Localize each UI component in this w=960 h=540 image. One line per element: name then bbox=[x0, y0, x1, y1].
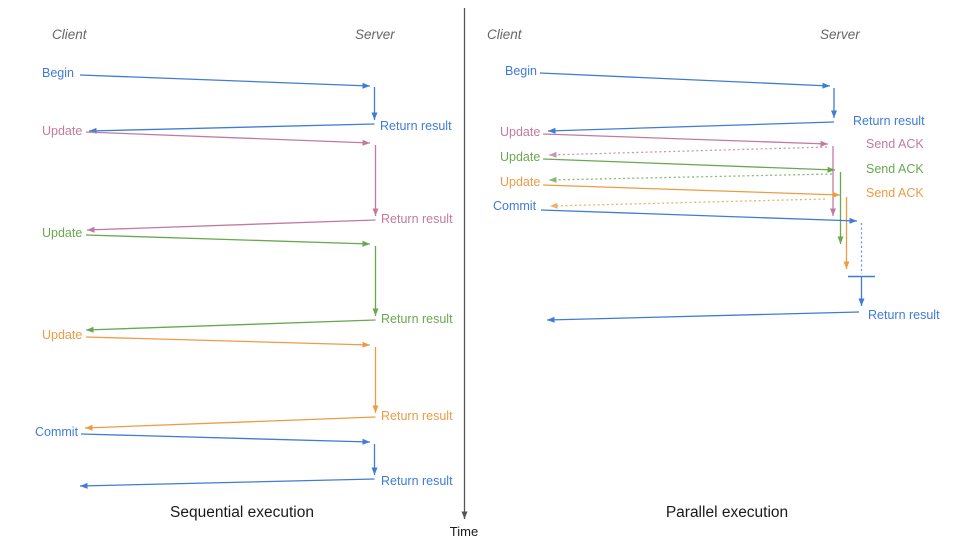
seq-return4-label: Return result bbox=[381, 409, 453, 423]
seq-update3-request-arrow bbox=[85, 336, 371, 348]
seq-update3-return-arrow bbox=[84, 416, 376, 431]
seq-update1-return-arrow bbox=[86, 219, 376, 233]
par-update1-ack-arrow bbox=[548, 146, 828, 158]
seq-return3-label: Return result bbox=[381, 312, 453, 326]
seq-server-header: Server bbox=[355, 27, 395, 42]
seq-update2-return-arrow bbox=[85, 319, 376, 333]
sequential-diagram-arrows bbox=[79, 74, 379, 489]
par-send-ack1-label: Send ACK bbox=[866, 137, 924, 151]
seq-client-header: Client bbox=[52, 27, 87, 42]
seq-update1-request-arrow bbox=[85, 131, 371, 146]
par-update2-ack-arrow bbox=[548, 173, 833, 183]
seq-return2-label: Return result bbox=[381, 212, 453, 226]
par-update3-ack-arrow bbox=[549, 198, 826, 209]
par-client-header: Client bbox=[487, 27, 522, 42]
par-update1-label: Update bbox=[500, 125, 541, 139]
parallel-diagram-arrows bbox=[539, 72, 875, 323]
seq-begin-return-arrow bbox=[88, 123, 375, 134]
seq-update1-label: Update bbox=[42, 124, 83, 138]
par-commit-return-arrow bbox=[546, 311, 860, 323]
par-server-header: Server bbox=[820, 27, 860, 42]
seq-update3-label: Update bbox=[42, 328, 83, 342]
seq-update2-label: Update bbox=[42, 226, 83, 240]
seq-begin-label: Begin bbox=[42, 66, 74, 80]
par-update3-label: Update bbox=[500, 175, 541, 189]
par-commit-request-arrow bbox=[540, 209, 858, 224]
par-return-result-bottom-label: Return result bbox=[868, 308, 940, 322]
par-begin-request-arrow bbox=[539, 72, 831, 89]
par-begin-label: Begin bbox=[505, 64, 537, 78]
seq-diagram-title: Sequential execution bbox=[170, 504, 314, 521]
par-diagram-title: Parallel execution bbox=[665, 504, 789, 521]
seq-return1-label: Return result bbox=[380, 119, 452, 133]
par-return-result-top-label: Return result bbox=[853, 114, 925, 128]
par-commit-label: Commit bbox=[493, 199, 537, 213]
par-send-ack3-label: Send ACK bbox=[866, 186, 924, 200]
par-update2-request-arrow bbox=[542, 158, 836, 173]
par-update2-label: Update bbox=[500, 150, 541, 164]
par-update3-request-arrow bbox=[542, 184, 841, 198]
seq-update2-request-arrow bbox=[85, 234, 371, 247]
seq-return5-label: Return result bbox=[381, 474, 453, 488]
seq-begin-request-arrow bbox=[79, 74, 371, 89]
seq-commit-return-arrow bbox=[79, 478, 375, 489]
time-axis-label: Time bbox=[449, 524, 479, 539]
seq-commit-request-arrow bbox=[80, 433, 371, 445]
par-begin-return-arrow bbox=[547, 121, 835, 134]
par-update1-request-arrow bbox=[542, 133, 829, 147]
seq-commit-label: Commit bbox=[35, 425, 79, 439]
par-send-ack2-label: Send ACK bbox=[866, 162, 924, 176]
